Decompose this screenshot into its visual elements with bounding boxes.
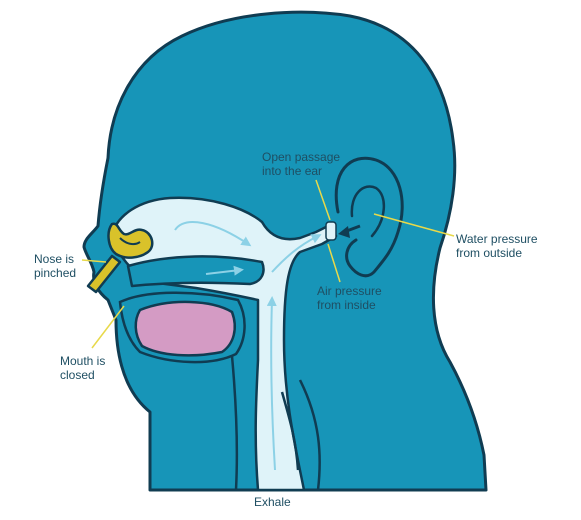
neck-outline [298, 379, 321, 491]
airflow-arrow [266, 296, 277, 471]
palate [126, 255, 265, 288]
airflow-arrow [271, 234, 322, 273]
ear-outline [334, 156, 404, 278]
leader-air-pressure [327, 243, 341, 283]
label-exhale-text: Exhale [254, 495, 291, 509]
water-pressure-arrowhead [338, 226, 350, 238]
label-mouth-line1: Mouth is [60, 354, 106, 368]
nose-clip-handle [86, 254, 122, 294]
label-mouth-line2: closed [60, 368, 95, 382]
label-air-line2: from inside [317, 298, 376, 312]
tongue [134, 300, 236, 357]
leader-open-passage [315, 179, 331, 221]
eardrum [325, 221, 337, 241]
leader-water-pressure [373, 213, 455, 237]
label-exhale: Exhale [254, 495, 291, 509]
label-water-pressure: Water pressure from outside [456, 232, 538, 260]
nose-clip [107, 222, 154, 259]
label-air-pressure: Air pressure from inside [317, 284, 382, 312]
airflow-arrow [205, 265, 244, 276]
label-open-line1: Open passage [262, 150, 341, 164]
leader-mouth [91, 305, 125, 349]
label-nose-pinched: Nose is pinched [34, 252, 76, 280]
label-open-line2: into the ear [262, 164, 323, 178]
label-nose-line1: Nose is [34, 252, 75, 266]
label-air-line1: Air pressure [317, 284, 382, 298]
label-mouth-closed: Mouth is closed [60, 354, 105, 382]
nose-clip-hinge [119, 237, 141, 246]
label-water-line2: from outside [456, 246, 523, 260]
label-open-passage: Open passage into the ear [262, 150, 340, 178]
label-nose-line2: pinched [34, 266, 77, 280]
ear-inner-outline [350, 185, 385, 238]
airflow-arrow [174, 221, 252, 247]
label-water-line1: Water pressure [456, 232, 538, 246]
leader-nose [81, 259, 107, 263]
trachea-wall [230, 355, 300, 491]
